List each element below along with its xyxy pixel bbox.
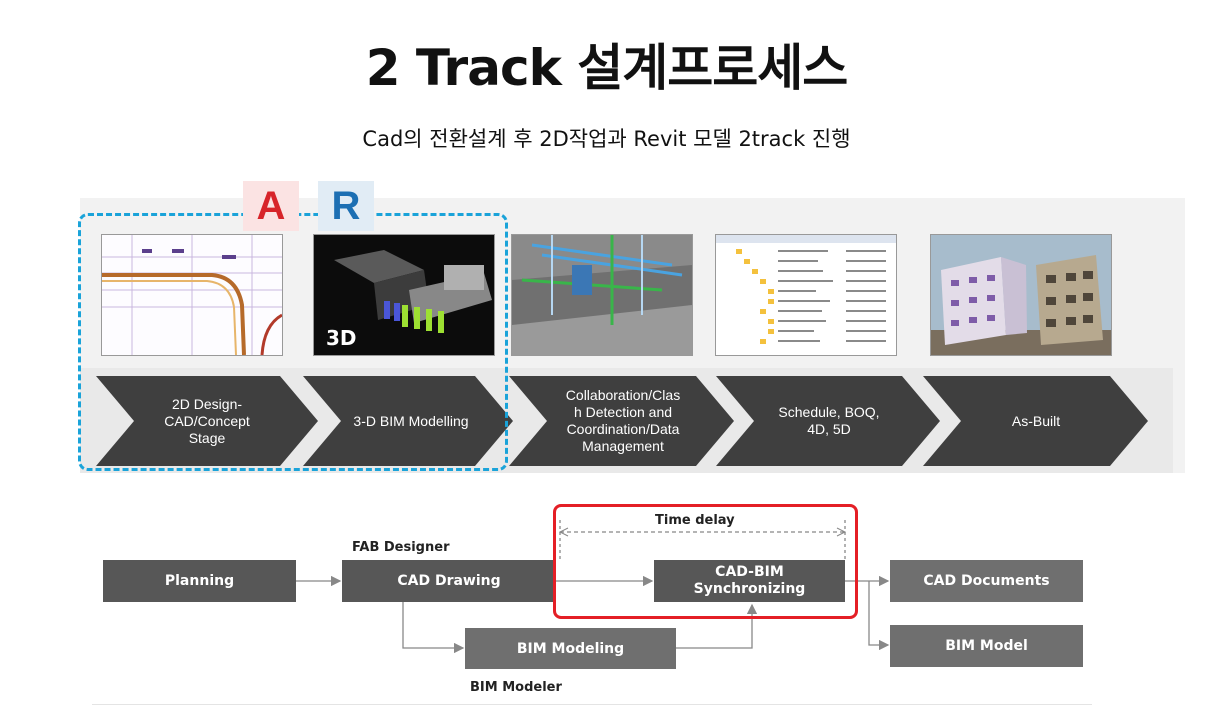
chevron-collaboration: [509, 376, 734, 466]
bim-modeling-box: BIM Modeling: [465, 628, 676, 669]
fab-designer-label: FAB Designer: [352, 540, 450, 555]
chevron-as-built: [923, 376, 1148, 466]
coordination-thumbnail: [511, 234, 693, 356]
bim-model-box: BIM Model: [890, 625, 1083, 667]
bim-modeler-label: BIM Modeler: [470, 680, 562, 695]
chevron-schedule: [716, 376, 940, 466]
planning-box: Planning: [103, 560, 296, 602]
stage-label-as-built: As-Built: [1011, 412, 1061, 429]
cad-bim-sync-box: CAD-BIM Synchronizing: [654, 560, 845, 602]
chevron-3d-bim: [303, 376, 513, 466]
cad-documents-box: CAD Documents: [890, 560, 1083, 602]
time-delay-highlight-box: [553, 504, 858, 619]
bim-3d-thumbnail: 3D: [313, 234, 495, 356]
as-built-thumbnail: [930, 234, 1112, 356]
autocad-logo: A: [243, 181, 299, 231]
cad-drawing-thumbnail: [101, 234, 283, 356]
stage-label-2d-design: 2D Design- CAD/Concept Stage: [164, 395, 250, 446]
chevron-2d-design: [96, 376, 318, 466]
stage-label-collaboration: Collaboration/Clas h Detection and Coord…: [565, 387, 681, 454]
schedule-thumbnail: [715, 234, 897, 356]
bottom-divider: [92, 704, 1092, 705]
autocad-logo-letter: A: [256, 183, 286, 228]
cad-drawing-box: CAD Drawing: [342, 560, 556, 602]
page-title: 2 Track 설계프로세스: [365, 39, 849, 97]
revit-logo-letter: R: [331, 183, 361, 228]
stage-label-3d-bim: 3-D BIM Modelling: [353, 412, 469, 429]
time-delay-label: Time delay: [655, 513, 735, 528]
badge-3d: 3D: [326, 326, 357, 350]
stage-label-schedule: Schedule, BOQ, 4D, 5D: [778, 404, 880, 437]
revit-logo: R: [318, 181, 374, 231]
page-subtitle: Cad의 전환설계 후 2D작업과 Revit 모델 2track 진행: [362, 127, 851, 151]
